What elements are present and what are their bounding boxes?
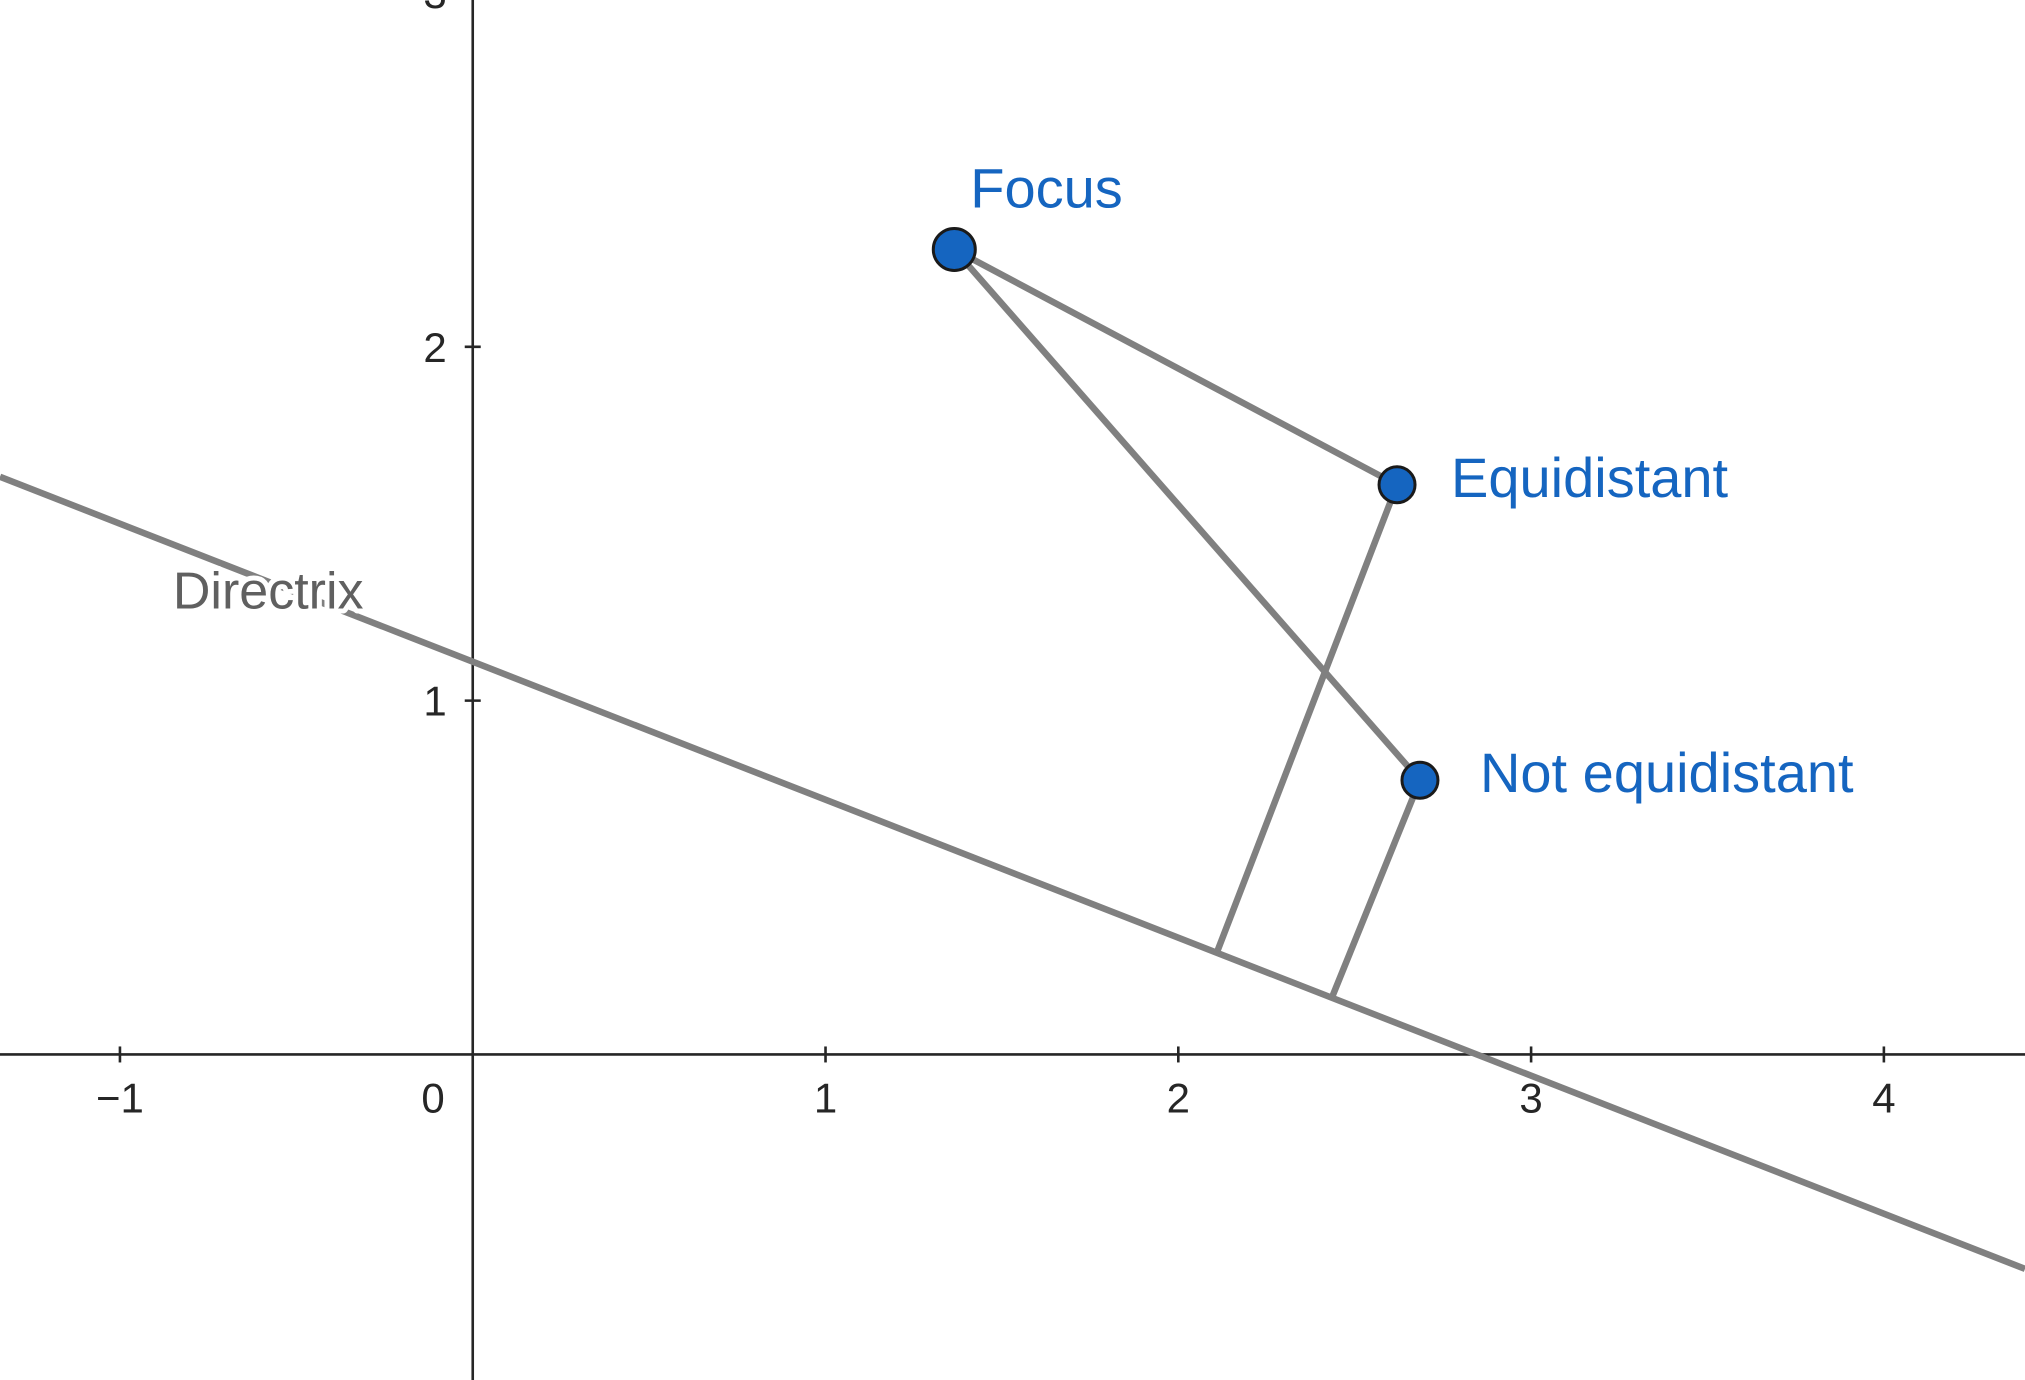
x-axis-ticks: −1 1 2 3 4 [96, 1046, 1896, 1121]
y-tick-label: 2 [423, 324, 446, 371]
x-tick-label: 2 [1167, 1074, 1190, 1121]
directrix-label: Directrix [173, 563, 364, 621]
perpendicular-not-equidistant-to-directrix [1328, 779, 1423, 1000]
x-tick-label: 3 [1519, 1074, 1542, 1121]
point-labels: Focus Equidistant Not equidistant [970, 156, 1854, 804]
equidistant-label: Equidistant [1451, 446, 1729, 509]
x-tick-label: 4 [1872, 1074, 1895, 1121]
focus-point[interactable] [931, 226, 977, 272]
points [931, 226, 1440, 800]
y-tick-label: 3 [423, 0, 446, 17]
construction-lines [0, 246, 2025, 1272]
y-tick-label: 1 [423, 678, 446, 725]
y-axis-ticks: 1 2 3 [423, 0, 481, 725]
not-equidistant-point[interactable] [1400, 760, 1440, 800]
focus-label: Focus [970, 156, 1122, 219]
x-tick-label: −1 [96, 1074, 144, 1121]
segment-focus-to-not-equidistant [951, 247, 1423, 783]
directrix-line [0, 473, 2025, 1272]
origin-label: 0 [421, 1074, 444, 1121]
equidistant-point[interactable] [1377, 465, 1417, 505]
segment-focus-to-equidistant [952, 246, 1399, 488]
not-equidistant-label: Not equidistant [1480, 741, 1854, 804]
perpendicular-equidistant-to-directrix [1214, 483, 1401, 954]
x-tick-label: 1 [814, 1074, 837, 1121]
